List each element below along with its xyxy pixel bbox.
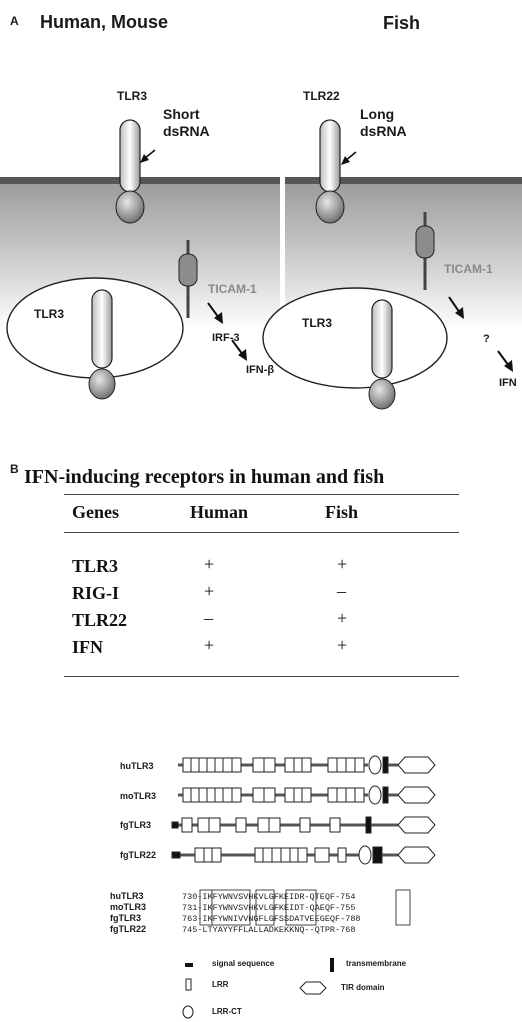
lrr-ct-icon bbox=[183, 1006, 193, 1018]
header-genes: Genes bbox=[72, 502, 119, 523]
right-ligand-line2: dsRNA bbox=[360, 123, 407, 139]
left-tf-label: IRF-3 bbox=[212, 332, 240, 344]
left-adaptor-label: TICAM-1 bbox=[208, 282, 257, 296]
row-fish-tlr3: + bbox=[337, 554, 347, 575]
row-fish-tlr22: + bbox=[337, 608, 347, 629]
left-surface-tir bbox=[116, 191, 144, 223]
row-fish-rig1: – bbox=[337, 581, 346, 602]
table-rule-top bbox=[64, 494, 459, 495]
left-output-label: IFN-β bbox=[246, 364, 274, 376]
left-endosomal-tlr3 bbox=[92, 290, 112, 368]
row-gene-tlr22: TLR22 bbox=[72, 610, 127, 631]
left-ticam1 bbox=[179, 254, 197, 286]
signal-sequence-icon bbox=[185, 963, 193, 967]
cell-diagram bbox=[0, 0, 522, 420]
row-gene-tlr3: TLR3 bbox=[72, 556, 118, 577]
right-receptor-label: TLR22 bbox=[303, 89, 340, 103]
left-ligand-line1: Short bbox=[163, 106, 200, 122]
right-endosome bbox=[263, 288, 447, 388]
row-human-tlr22: – bbox=[204, 608, 213, 629]
right-output-label: IFN bbox=[499, 377, 517, 389]
row-human-tlr3: + bbox=[204, 554, 214, 575]
legend-transmembrane: transmembrane bbox=[346, 959, 406, 968]
panel-b-letter: B bbox=[10, 462, 19, 476]
right-endosomal-tlr3 bbox=[372, 300, 392, 378]
right-question: ? bbox=[483, 333, 490, 345]
transmembrane-icon bbox=[330, 958, 334, 972]
right-adaptor-label: TICAM-1 bbox=[444, 262, 493, 276]
legend-lrr: LRR bbox=[212, 980, 228, 989]
tir-domain-icon bbox=[300, 982, 326, 994]
right-surface-tlr22 bbox=[320, 120, 340, 192]
left-ligand-line2: dsRNA bbox=[163, 123, 210, 139]
table-rule-bottom bbox=[64, 676, 459, 677]
legend-lrrct: LRR-CT bbox=[212, 1007, 242, 1016]
domain-tracks bbox=[0, 740, 522, 880]
legend-signal: signal sequence bbox=[212, 959, 274, 968]
right-endosome-label: TLR3 bbox=[302, 316, 332, 330]
header-fish: Fish bbox=[325, 502, 358, 523]
left-receptor-label: TLR3 bbox=[117, 89, 147, 103]
row-human-ifn: + bbox=[204, 635, 214, 656]
left-endosomal-tir bbox=[89, 369, 115, 399]
row-gene-ifn: IFN bbox=[72, 637, 103, 658]
right-ticam1 bbox=[416, 226, 434, 258]
legend-tir: TIR domain bbox=[341, 983, 385, 992]
left-endosome-label: TLR3 bbox=[34, 307, 64, 321]
lrr-icon bbox=[186, 979, 191, 990]
right-ligand-line1: Long bbox=[360, 106, 394, 122]
header-human: Human bbox=[190, 502, 248, 523]
alignment-boxes bbox=[0, 880, 522, 930]
right-endosomal-tir bbox=[369, 379, 395, 409]
row-human-rig1: + bbox=[204, 581, 214, 602]
left-surface-tlr3 bbox=[120, 120, 140, 192]
table-title: IFN-inducing receptors in human and fish bbox=[24, 466, 384, 489]
table-rule-mid bbox=[64, 532, 459, 533]
row-gene-rig1: RIG-I bbox=[72, 583, 119, 604]
right-surface-tir bbox=[316, 191, 344, 223]
row-fish-ifn: + bbox=[337, 635, 347, 656]
